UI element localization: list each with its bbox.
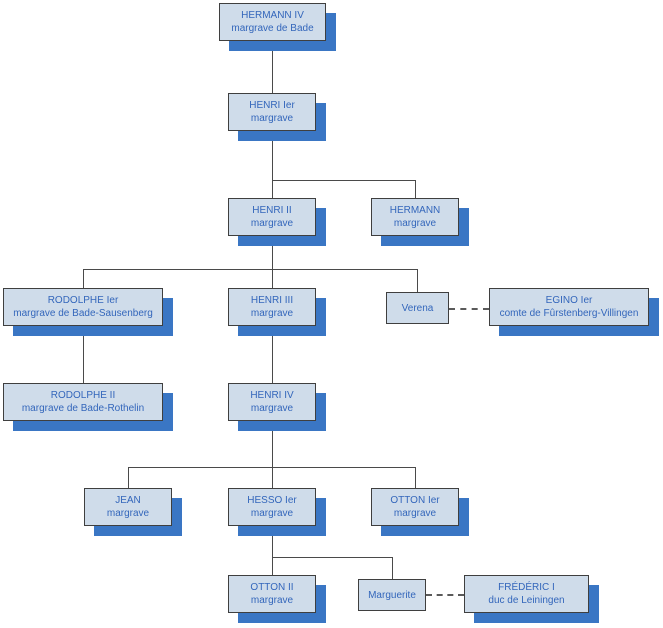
connector-henri4-down — [272, 421, 273, 488]
node-title: HERMANN IV — [241, 10, 304, 21]
connector-to-rodolphe1 — [83, 269, 84, 288]
node-henri3[interactable]: HENRI III margrave — [228, 288, 316, 326]
node-subtitle: margrave de Bade-Sausenberg — [13, 308, 153, 319]
node-title: OTTON Ier — [390, 495, 440, 506]
connector-to-otton1 — [415, 467, 416, 488]
node-title: HENRI III — [250, 295, 294, 306]
connector-to-hermann — [415, 180, 416, 198]
node-henri1[interactable]: HENRI Ier margrave — [228, 93, 316, 131]
connector-to-henri3 — [272, 269, 273, 288]
connector-bus-row2 — [272, 180, 416, 181]
node-title: HERMANN — [389, 205, 441, 216]
node-subtitle: margrave — [250, 113, 294, 124]
connector-henri1-down — [272, 131, 273, 180]
node-title: FRÉDÉRIC I — [498, 582, 555, 593]
node-subtitle: comte de Fûrstenberg-Villingen — [499, 308, 639, 319]
node-henri4[interactable]: HENRI IV margrave — [228, 383, 316, 421]
node-jean[interactable]: JEAN margrave — [84, 488, 172, 526]
connector-to-marguerite — [392, 557, 393, 579]
connector-henri3-henri4 — [272, 326, 273, 383]
node-title: EGINO Ier — [545, 295, 593, 306]
node-henri2[interactable]: HENRI II margrave — [228, 198, 316, 236]
marriage-link-marguerite-frederic — [426, 594, 464, 596]
connector-henri2-down — [272, 236, 273, 269]
node-title: OTTON II — [250, 582, 294, 593]
node-title: RODOLPHE Ier — [47, 295, 119, 306]
node-otton1[interactable]: OTTON Ier margrave — [371, 488, 459, 526]
connector-hesso1-down — [272, 526, 273, 575]
node-egino1[interactable]: EGINO Ier comte de Fûrstenberg-Villingen — [489, 288, 649, 326]
connector-rodolphe1-rodolphe2 — [83, 326, 84, 383]
connector-hermann4-henri1 — [272, 41, 273, 93]
node-subtitle: margrave — [250, 218, 294, 229]
node-frederic1[interactable]: FRÉDÉRIC I duc de Leiningen — [464, 575, 589, 613]
connector-to-jean — [128, 467, 129, 488]
node-subtitle: margrave de Bade — [231, 23, 314, 34]
node-title: JEAN — [115, 495, 141, 506]
node-subtitle: margrave — [106, 508, 150, 519]
node-subtitle: margrave de Bade-Rothelin — [21, 403, 145, 414]
node-subtitle: margrave — [250, 308, 294, 319]
node-title: HENRI Ier — [249, 100, 295, 111]
node-hesso1[interactable]: HESSO Ier margrave — [228, 488, 316, 526]
node-subtitle: margrave — [250, 595, 294, 606]
node-subtitle: duc de Leiningen — [488, 595, 565, 606]
node-subtitle: margrave — [250, 403, 294, 414]
node-title: HESSO Ier — [247, 495, 297, 506]
node-subtitle: margrave — [250, 508, 294, 519]
connector-bus-row6 — [272, 557, 392, 558]
node-rodolphe1[interactable]: RODOLPHE Ier margrave de Bade-Sausenberg — [3, 288, 163, 326]
node-subtitle: margrave — [393, 218, 437, 229]
connector-bus-row5 — [128, 467, 416, 468]
node-hermann4[interactable]: HERMANN IV margrave de Bade — [219, 3, 326, 41]
marriage-link-verena-egino — [449, 308, 489, 310]
node-title: Verena — [401, 302, 434, 314]
node-title: Marguerite — [368, 589, 416, 601]
connector-to-verena — [417, 269, 418, 292]
node-otton2[interactable]: OTTON II margrave — [228, 575, 316, 613]
node-verena[interactable]: Verena — [386, 292, 449, 324]
node-title: RODOLPHE II — [50, 390, 116, 401]
connector-to-henri2 — [272, 180, 273, 198]
node-title: HENRI IV — [250, 390, 294, 401]
node-hermann[interactable]: HERMANN margrave — [371, 198, 459, 236]
node-rodolphe2[interactable]: RODOLPHE II margrave de Bade-Rothelin — [3, 383, 163, 421]
connector-bus-row3 — [83, 269, 418, 270]
node-title: HENRI II — [252, 205, 292, 216]
node-marguerite[interactable]: Marguerite — [358, 579, 426, 611]
node-subtitle: margrave — [393, 508, 437, 519]
